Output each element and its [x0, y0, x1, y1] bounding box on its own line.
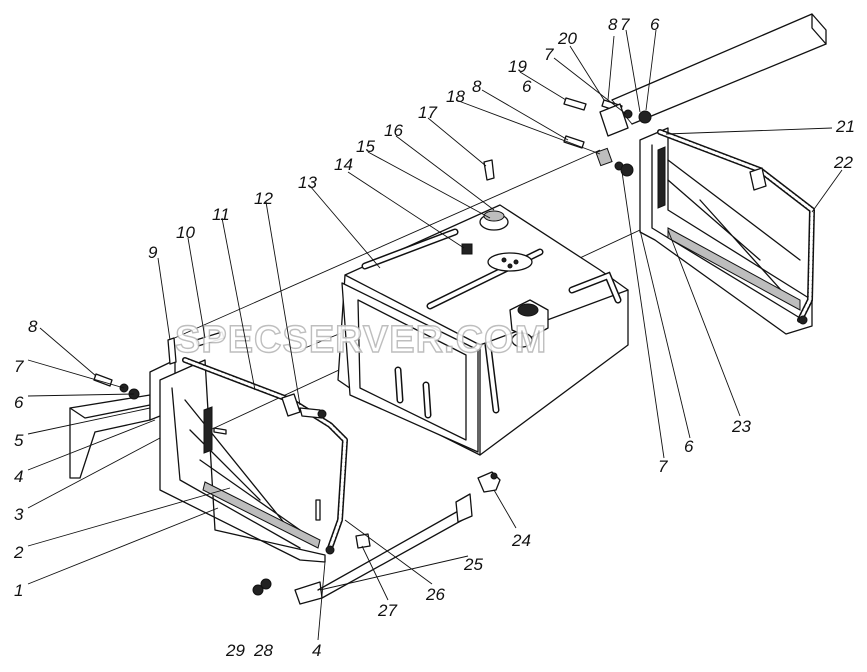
support-bracket	[294, 493, 473, 605]
bolt-17	[483, 159, 495, 181]
callout-9: 9	[148, 243, 158, 262]
filler-cap-15	[483, 210, 505, 222]
left-rubber-pad	[202, 481, 321, 549]
nut-29	[252, 584, 264, 596]
spacer-18	[595, 147, 613, 167]
bolt-8-mid	[563, 135, 585, 149]
tank-front-face	[341, 282, 479, 453]
right-strap-buckle	[749, 167, 767, 191]
callout-20: 20	[557, 29, 577, 48]
callout-8-top: 8	[608, 15, 618, 34]
callout-22: 22	[833, 153, 853, 172]
upper-fasteners	[483, 97, 652, 181]
bolt-9	[167, 337, 177, 365]
callout-7-mid: 7	[544, 45, 554, 64]
callout-8-mid: 8	[472, 77, 482, 96]
callout-24: 24	[511, 531, 531, 550]
washer-7-top	[623, 109, 633, 119]
callout-6-left: 6	[14, 393, 24, 412]
callout-6-top: 6	[650, 15, 660, 34]
callout-18: 18	[446, 87, 465, 106]
callout-10: 10	[176, 223, 195, 242]
lower-fasteners	[252, 533, 371, 596]
left-slot-plate	[203, 406, 213, 454]
callout-16: 16	[384, 121, 403, 140]
callout-7-top: 7	[620, 15, 630, 34]
callout-15: 15	[356, 137, 375, 156]
bolt-19	[563, 97, 587, 111]
callout-3: 3	[14, 505, 24, 524]
callout-13: 13	[298, 173, 317, 192]
callout-19: 19	[508, 57, 527, 76]
callout-21: 21	[835, 117, 855, 136]
callout-17: 17	[418, 103, 437, 122]
leader-lines	[27, 29, 843, 641]
nut-6-top	[638, 110, 652, 124]
callout-23: 23	[731, 417, 751, 436]
right-slot-plate	[657, 146, 666, 209]
callout-7-left: 7	[14, 357, 24, 376]
drain-fitting	[477, 471, 501, 493]
callout-27: 27	[377, 601, 397, 620]
callout-4-left: 4	[14, 467, 23, 486]
watermark: SPECSERVER.COM	[175, 319, 547, 361]
callout-11: 11	[212, 205, 230, 224]
callout-12: 12	[254, 189, 273, 208]
callout-25: 25	[463, 555, 483, 574]
left-bracket-assembly	[69, 331, 348, 563]
callout-7-right: 7	[658, 457, 668, 476]
bracket-20	[599, 103, 629, 137]
plug-14	[461, 243, 473, 255]
callout-5: 5	[14, 431, 24, 450]
callout-4-bottom: 4	[312, 641, 321, 660]
callout-29: 29	[225, 641, 245, 660]
left-strap-buckle	[281, 393, 301, 417]
callout-2: 2	[13, 543, 24, 562]
nut-28	[260, 578, 272, 590]
callout-14: 14	[334, 155, 353, 174]
sender-flange	[487, 252, 533, 272]
pin-27	[355, 533, 371, 549]
callout-labels: 1 2 3 4 5 6 7 8 9 10 11 12 13 14 15 16 1…	[13, 15, 855, 660]
right-rubber-pad	[667, 227, 801, 311]
callout-26: 26	[425, 585, 445, 604]
callout-6-mid: 6	[522, 77, 532, 96]
bolt-10	[195, 331, 225, 347]
right-bracket-assembly	[639, 127, 815, 335]
left-fasteners	[93, 373, 140, 400]
callout-8-left: 8	[28, 317, 38, 336]
fuel-tank	[337, 204, 629, 456]
callout-28: 28	[253, 641, 273, 660]
nut-6-mid	[620, 163, 634, 177]
callout-1: 1	[14, 581, 23, 600]
frame-rail	[611, 13, 827, 125]
callout-6-right: 6	[684, 437, 694, 456]
